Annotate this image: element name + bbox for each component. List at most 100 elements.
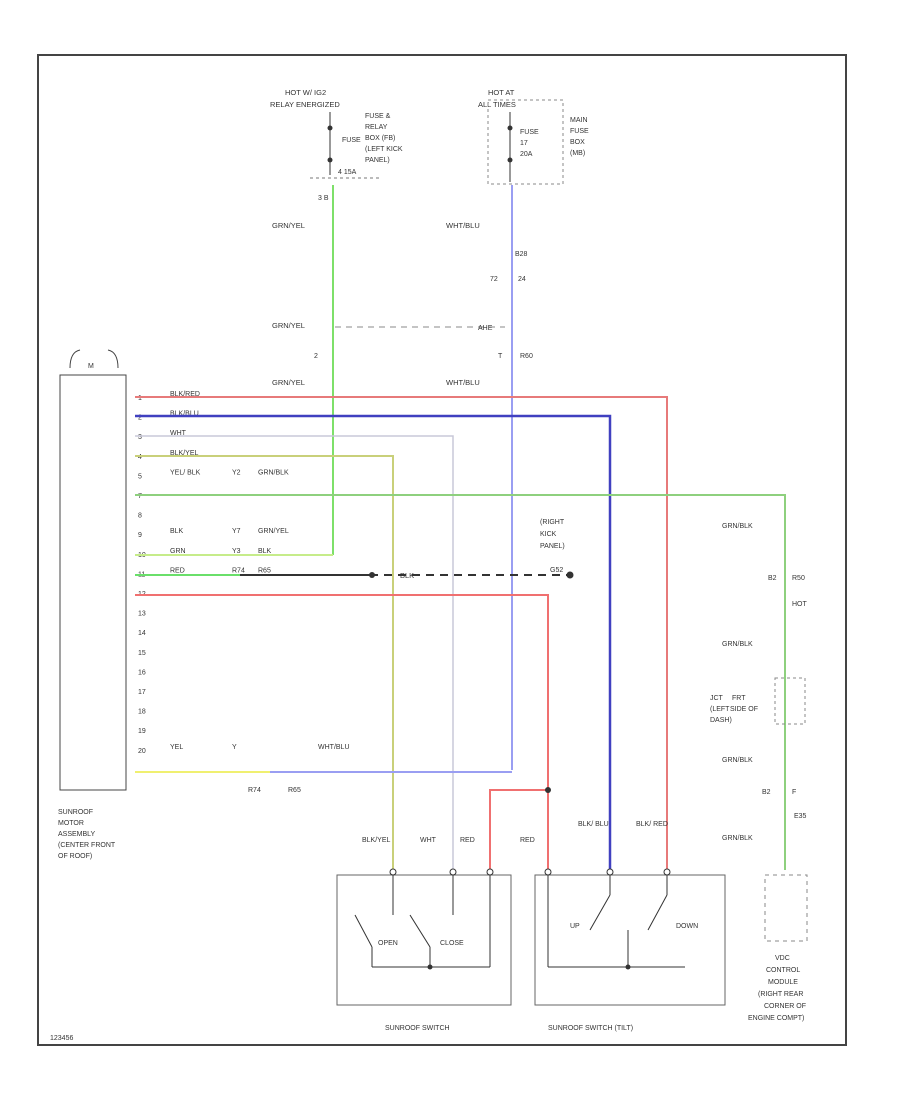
pin-wire-color: BLK/BLU: [170, 411, 199, 418]
sunroof-tilt-switch: RED BLK/ BLU BLK/ RED UP DOWN SUNROOF SW…: [520, 821, 726, 1032]
vdc-chain: GRN/BLK B2 R50 HOT GRN/BLK JCT FRT (LEFT…: [710, 523, 808, 1022]
motor-pin-row: 20 YEL Y WHT/BLU: [138, 744, 350, 755]
svg-text:HOT W/ IG2: HOT W/ IG2: [285, 88, 326, 97]
motor-pin-row: 19: [138, 728, 146, 735]
pin-number: 20: [138, 748, 146, 755]
pin-connector: Y: [232, 744, 237, 751]
svg-text:R50: R50: [792, 575, 805, 582]
svg-text:VDC: VDC: [775, 955, 790, 962]
svg-text:ASSEMBLY: ASSEMBLY: [58, 831, 96, 838]
svg-text:CLOSE: CLOSE: [440, 940, 464, 947]
pin-wire2-color: WHT/BLU: [318, 744, 350, 751]
pin-wire2-color: GRN/YEL: [258, 528, 289, 535]
svg-text:B2: B2: [768, 575, 777, 582]
motor-pin-row: 13: [138, 611, 146, 618]
svg-text:BLK/ BLU: BLK/ BLU: [578, 821, 609, 828]
wire-blk-blu: [135, 414, 612, 870]
sunroof-switch: BLK/YEL WHT RED OPEN CLOSE SUNROOF SWITC…: [336, 837, 512, 1032]
svg-text:RED: RED: [520, 837, 535, 844]
svg-text:SUNROOF SWITCH (TILT): SUNROOF SWITCH (TILT): [548, 1025, 633, 1032]
pin-number: 8: [138, 513, 142, 520]
power-source-left: HOT W/ IG2 RELAY ENERGIZED FUSE 4 15A FU…: [270, 88, 403, 202]
pin-wire-color: YEL/ BLK: [170, 469, 201, 476]
svg-text:WHT/BLU: WHT/BLU: [446, 221, 480, 230]
svg-text:R74: R74: [248, 787, 261, 794]
wire-blk-red: [135, 396, 668, 870]
svg-text:GRN/BLK: GRN/BLK: [722, 641, 753, 648]
svg-text:MOTOR: MOTOR: [58, 820, 84, 827]
svg-text:ENGINE COMPT): ENGINE COMPT): [748, 1015, 804, 1022]
pin-wire-color: YEL: [170, 744, 183, 751]
motor-pin-row: 14: [138, 630, 146, 637]
pin-number: 17: [138, 689, 146, 696]
wire-wht: [135, 435, 454, 870]
svg-text:FRT: FRT: [732, 695, 746, 702]
power-source-right: HOT AT ALL TIMES FUSE 17 20A MAIN FUSE B…: [478, 88, 589, 185]
svg-text:GRN/BLK: GRN/BLK: [722, 757, 753, 764]
pin-wire-color: BLK: [170, 528, 184, 535]
svg-text:RELAY: RELAY: [365, 124, 388, 131]
svg-text:(CENTER FRONT: (CENTER FRONT: [58, 842, 116, 849]
pin-number: 15: [138, 650, 146, 657]
pin-connector: Y3: [232, 548, 241, 555]
svg-text:GRN/YEL: GRN/YEL: [272, 221, 305, 230]
svg-text:GRN/BLK: GRN/BLK: [722, 523, 753, 530]
svg-text:R60: R60: [520, 353, 533, 360]
pin-wire-color: BLK/YEL: [170, 450, 199, 457]
svg-text:3 B: 3 B: [318, 195, 329, 202]
svg-text:BOX: BOX: [570, 139, 585, 146]
pin-number: 13: [138, 611, 146, 618]
svg-text:FUSE: FUSE: [570, 128, 589, 135]
svg-text:GRN/YEL: GRN/YEL: [272, 378, 305, 387]
svg-text:JCT: JCT: [710, 695, 724, 702]
svg-text:BLK/ RED: BLK/ RED: [636, 821, 668, 828]
svg-text:4 15A: 4 15A: [338, 169, 357, 176]
svg-text:CORNER OF: CORNER OF: [764, 1003, 806, 1010]
svg-text:FUSE: FUSE: [520, 129, 539, 136]
pin-wire-color: WHT: [170, 430, 187, 437]
pin-connector: Y2: [232, 469, 241, 476]
svg-text:RED: RED: [460, 837, 475, 844]
svg-text:24: 24: [518, 276, 526, 283]
svg-text:2: 2: [314, 353, 318, 360]
svg-text:BLK/YEL: BLK/YEL: [362, 837, 391, 844]
diagram-frame: [37, 54, 847, 1046]
svg-text:(RIGHT: (RIGHT: [540, 519, 565, 526]
pin-connector: R74: [232, 567, 245, 574]
svg-text:B28: B28: [515, 251, 528, 258]
pin-number: 16: [138, 669, 146, 676]
pin-number: 2: [138, 415, 142, 422]
pin-number: 9: [138, 532, 142, 539]
svg-text:(MB): (MB): [570, 150, 585, 157]
pin-number: 7: [138, 493, 142, 500]
svg-text:WHT: WHT: [420, 837, 437, 844]
pin-wire-color: BLK/RED: [170, 391, 200, 398]
svg-text:WHT/BLU: WHT/BLU: [446, 378, 480, 387]
pin-number: 1: [138, 395, 142, 402]
vdc-module-box: [764, 874, 808, 942]
pin-wire2-color: R65: [258, 567, 271, 574]
pin-wire-color: RED: [170, 567, 185, 574]
svg-text:FUSE: FUSE: [342, 137, 361, 144]
svg-text:AHE: AHE: [478, 325, 493, 332]
pin-wire2-color: GRN/BLK: [258, 469, 289, 476]
motor-pin-row: 2 BLK/BLU: [138, 411, 199, 422]
svg-text:(RIGHT REAR: (RIGHT REAR: [758, 991, 803, 998]
pin-wire-color: GRN: [170, 548, 186, 555]
sunroof-motor-assembly: M SUNROOF MOTOR ASSEMBLY (CENTER FRONT O…: [58, 349, 301, 860]
svg-text:BLK: BLK: [400, 571, 414, 580]
ground-point: BLK (RIGHT KICK PANEL) G52: [400, 519, 565, 580]
svg-text:72: 72: [490, 276, 498, 283]
svg-text:F: F: [792, 789, 796, 796]
motor-pin-row: 7: [138, 493, 142, 500]
pin-number: 19: [138, 728, 146, 735]
wire-red: [135, 594, 549, 870]
motor-pin-row: 17: [138, 689, 146, 696]
svg-text:G52: G52: [550, 567, 563, 574]
svg-text:ALL TIMES: ALL TIMES: [478, 100, 516, 109]
svg-text:DOWN: DOWN: [676, 923, 698, 930]
svg-text:B2: B2: [762, 789, 771, 796]
